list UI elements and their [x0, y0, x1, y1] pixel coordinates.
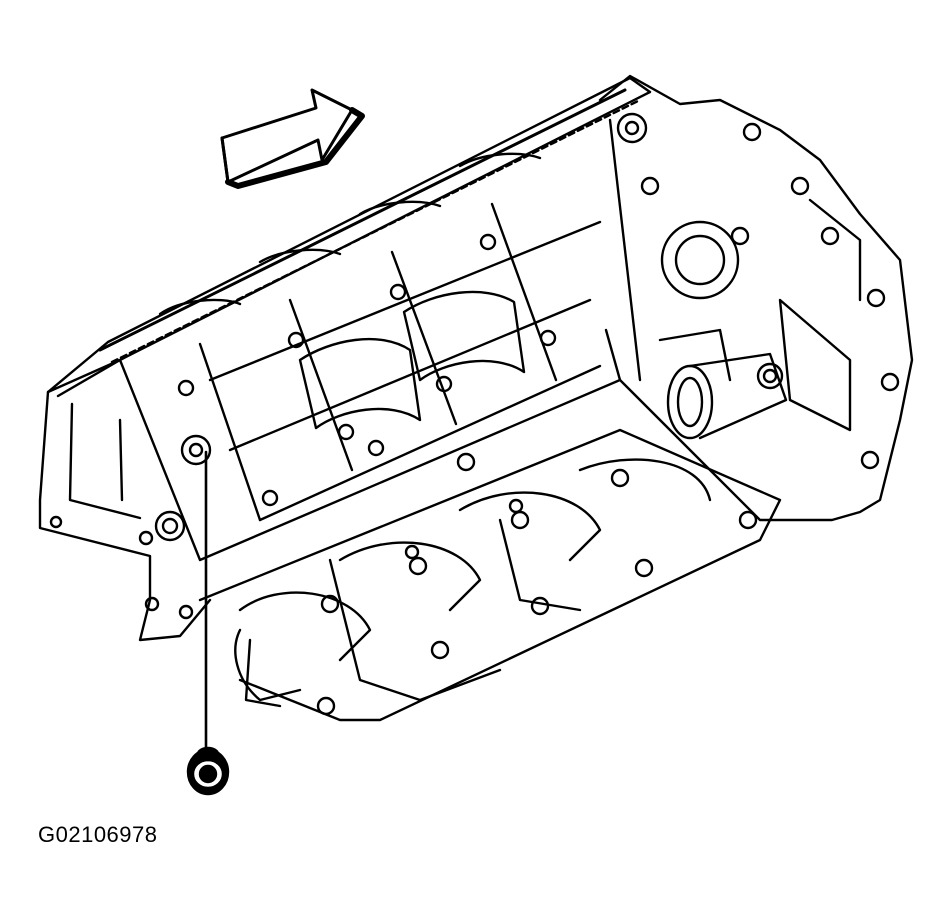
cylinder-deck [46, 76, 652, 398]
block-end-face [38, 390, 212, 642]
gallery-plug-icon [186, 746, 230, 796]
block-side-structure [118, 202, 622, 562]
block-rear-face [598, 74, 914, 522]
direction-arrow-icon [220, 88, 365, 189]
figure-id-label: G02106978 [38, 822, 158, 847]
main-bearing-caps [198, 428, 782, 722]
crankshaft-flange [658, 328, 788, 440]
